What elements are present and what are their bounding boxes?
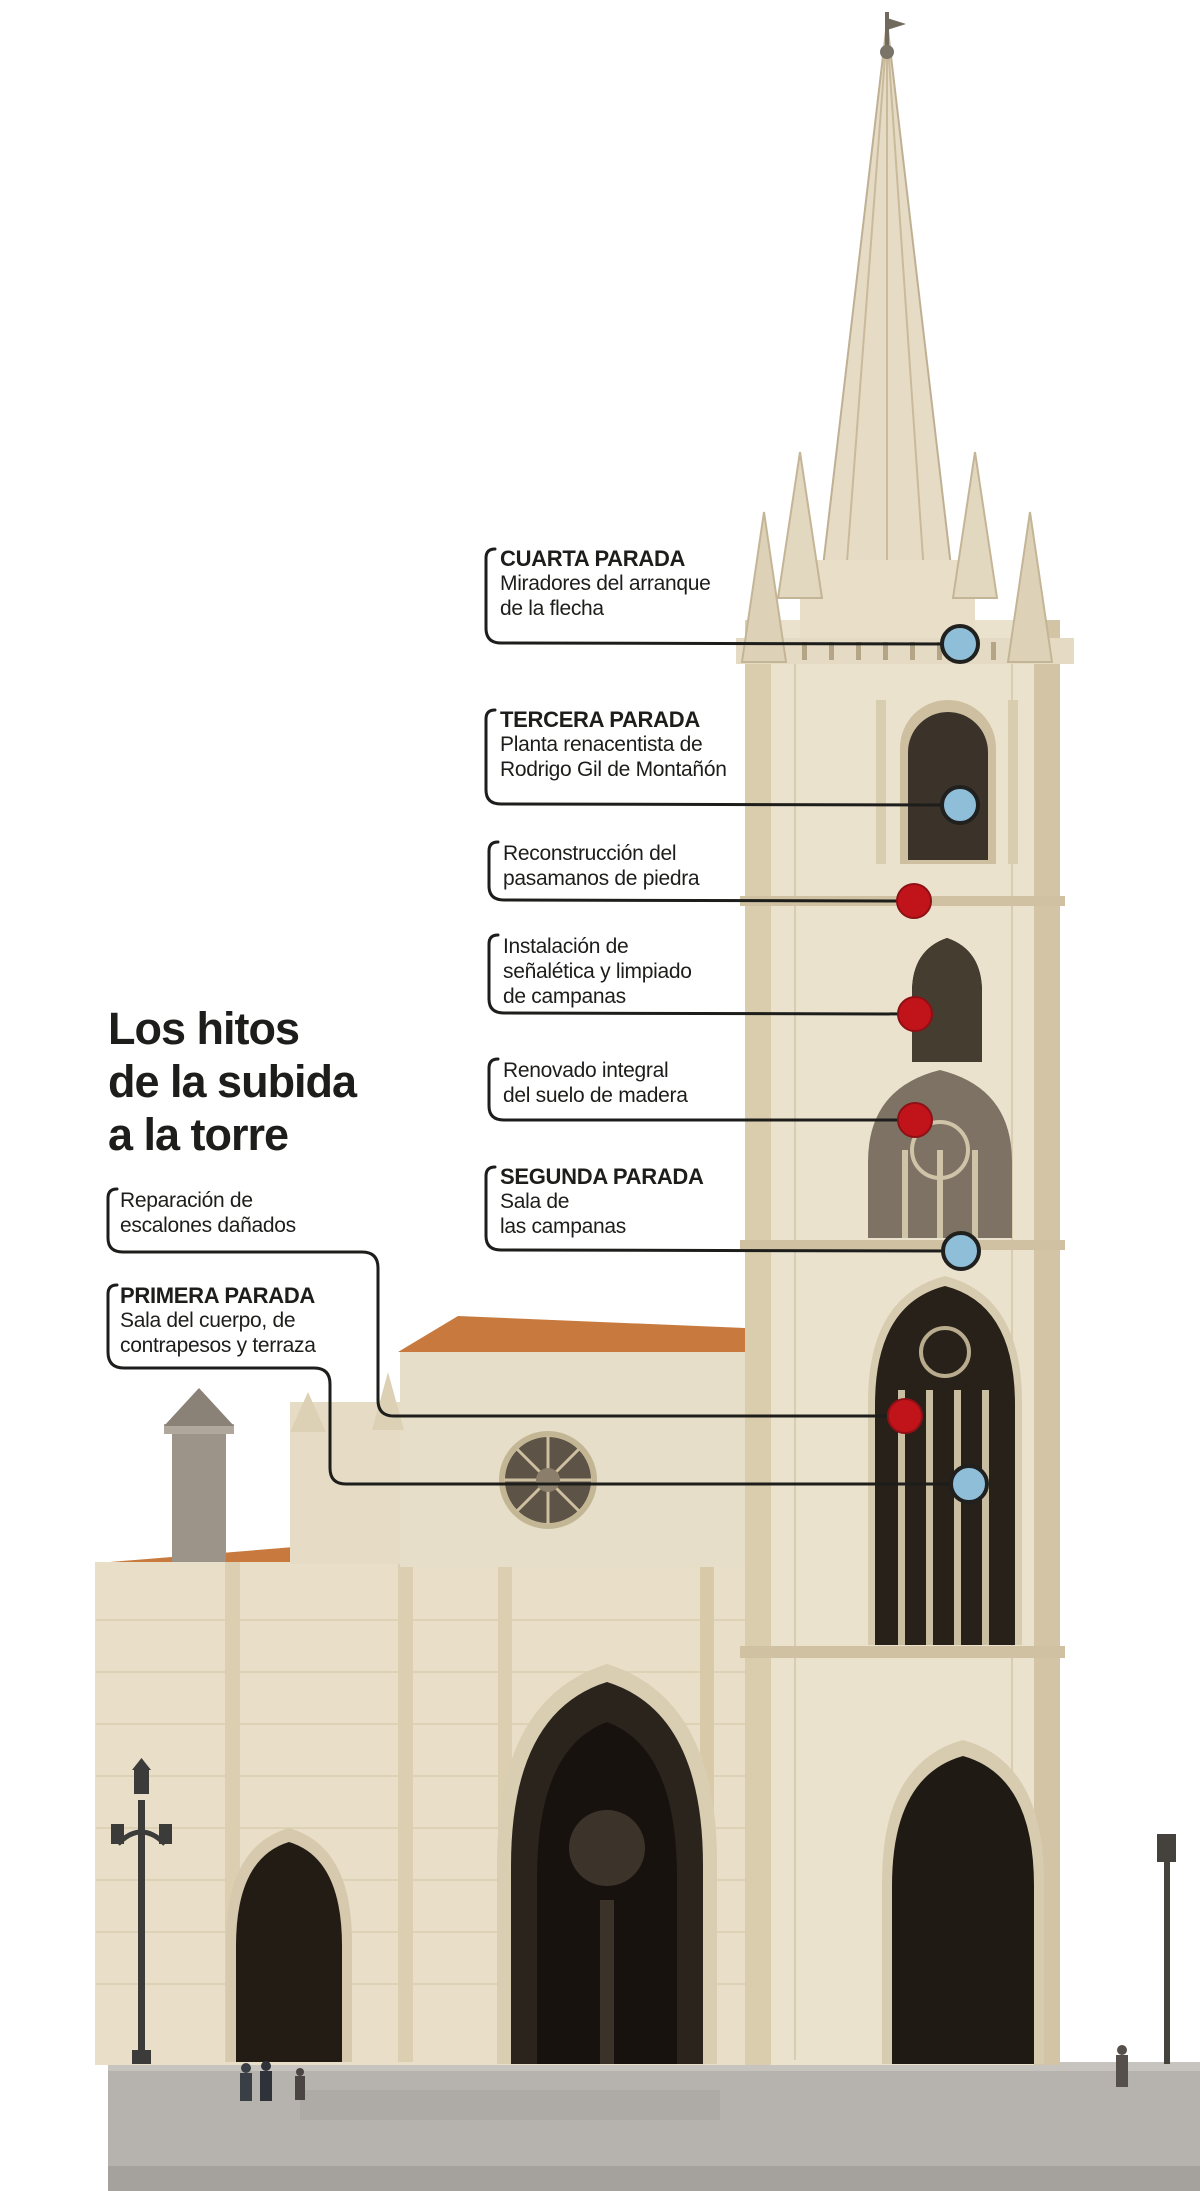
leader-cuarta — [484, 547, 962, 646]
title-line-3: a la torre — [108, 1109, 289, 1160]
callout-segunda-parada: SEGUNDA PARADA Sala de las campanas — [500, 1165, 704, 1239]
callout-text: Reconstrucción del — [503, 842, 677, 865]
callout-primera-parada: PRIMERA PARADA Sala del cuerpo, de contr… — [120, 1284, 316, 1358]
callout-escalones: Reparación de escalones dañados — [120, 1188, 296, 1238]
marker-primera-stop — [949, 1464, 989, 1504]
spire-finial — [880, 12, 906, 59]
callout-text: Planta renacentista de — [500, 733, 703, 756]
leader-tercera — [484, 708, 962, 807]
marker-tercera-stop — [940, 785, 980, 825]
callout-text: Reparación de — [120, 1189, 253, 1212]
left-portal — [226, 1828, 352, 2062]
plaza-ground — [108, 2062, 1200, 2191]
tower-portal — [882, 1740, 1044, 2064]
callout-text: escalones dañados — [120, 1214, 296, 1237]
marker-segunda-stop — [941, 1231, 981, 1271]
callout-senaletica: Instalación de señalética y limpiado de … — [503, 934, 692, 1009]
people-silhouettes — [240, 2045, 1128, 2101]
marker-cuarta-stop — [940, 624, 980, 664]
callout-text: Sala de — [500, 1190, 570, 1213]
callout-text: del suelo de madera — [503, 1084, 688, 1107]
leader-senaletica — [487, 933, 917, 1016]
gray-turret — [164, 1388, 234, 1562]
callout-text: Sala del cuerpo, de — [120, 1309, 296, 1332]
roof-tile-nave — [398, 1316, 745, 1352]
marker-escalones — [887, 1398, 923, 1434]
title-line-1: Los hitos — [108, 1003, 300, 1054]
page-title: Los hitos de la subida a la torre — [108, 1002, 468, 1161]
callout-pasamanos: Reconstrucción del pasamanos de piedra — [503, 841, 700, 891]
marker-suelo — [897, 1102, 933, 1138]
marker-senaletica — [897, 996, 933, 1032]
callout-text: pasamanos de piedra — [503, 867, 700, 890]
callout-label: CUARTA PARADA — [500, 546, 686, 571]
callout-text: Rodrigo Gil de Montañón — [500, 758, 727, 781]
callout-label: PRIMERA PARADA — [120, 1283, 316, 1308]
leader-pasamanos — [487, 840, 916, 903]
title-line-2: de la subida — [108, 1056, 357, 1107]
marker-pasamanos — [896, 883, 932, 919]
central-portal — [497, 1664, 717, 2064]
callout-text: Renovado integral — [503, 1059, 669, 1082]
spire — [740, 12, 1054, 663]
callout-text: de campanas — [503, 985, 626, 1008]
leader-primera — [106, 1283, 971, 1486]
street-lamp-right — [1157, 1834, 1176, 2064]
leader-segunda — [484, 1165, 963, 1253]
callout-text: contrapesos y terraza — [120, 1334, 316, 1357]
callout-text: las campanas — [500, 1215, 626, 1238]
leader-escalones — [106, 1187, 907, 1418]
callout-tercera-parada: TERCERA PARADA Planta renacentista de Ro… — [500, 708, 727, 782]
street-lamp-left — [111, 1758, 172, 2064]
callout-text: Miradores del arranque — [500, 572, 711, 595]
callout-text: de la flecha — [500, 597, 604, 620]
callout-label: SEGUNDA PARADA — [500, 1164, 704, 1189]
callout-suelo: Renovado integral del suelo de madera — [503, 1058, 688, 1108]
tower — [736, 620, 1074, 2065]
rose-window — [499, 1431, 597, 1529]
callout-text: Instalación de — [503, 935, 629, 958]
callout-label: TERCERA PARADA — [500, 707, 700, 732]
callout-text: señalética y limpiado — [503, 960, 692, 983]
bell-chamber-window — [868, 1276, 1022, 1645]
callout-cuarta-parada: CUARTA PARADA Miradores del arranque de … — [500, 547, 711, 621]
leader-suelo — [487, 1057, 917, 1122]
belfry-arch — [876, 700, 1018, 864]
